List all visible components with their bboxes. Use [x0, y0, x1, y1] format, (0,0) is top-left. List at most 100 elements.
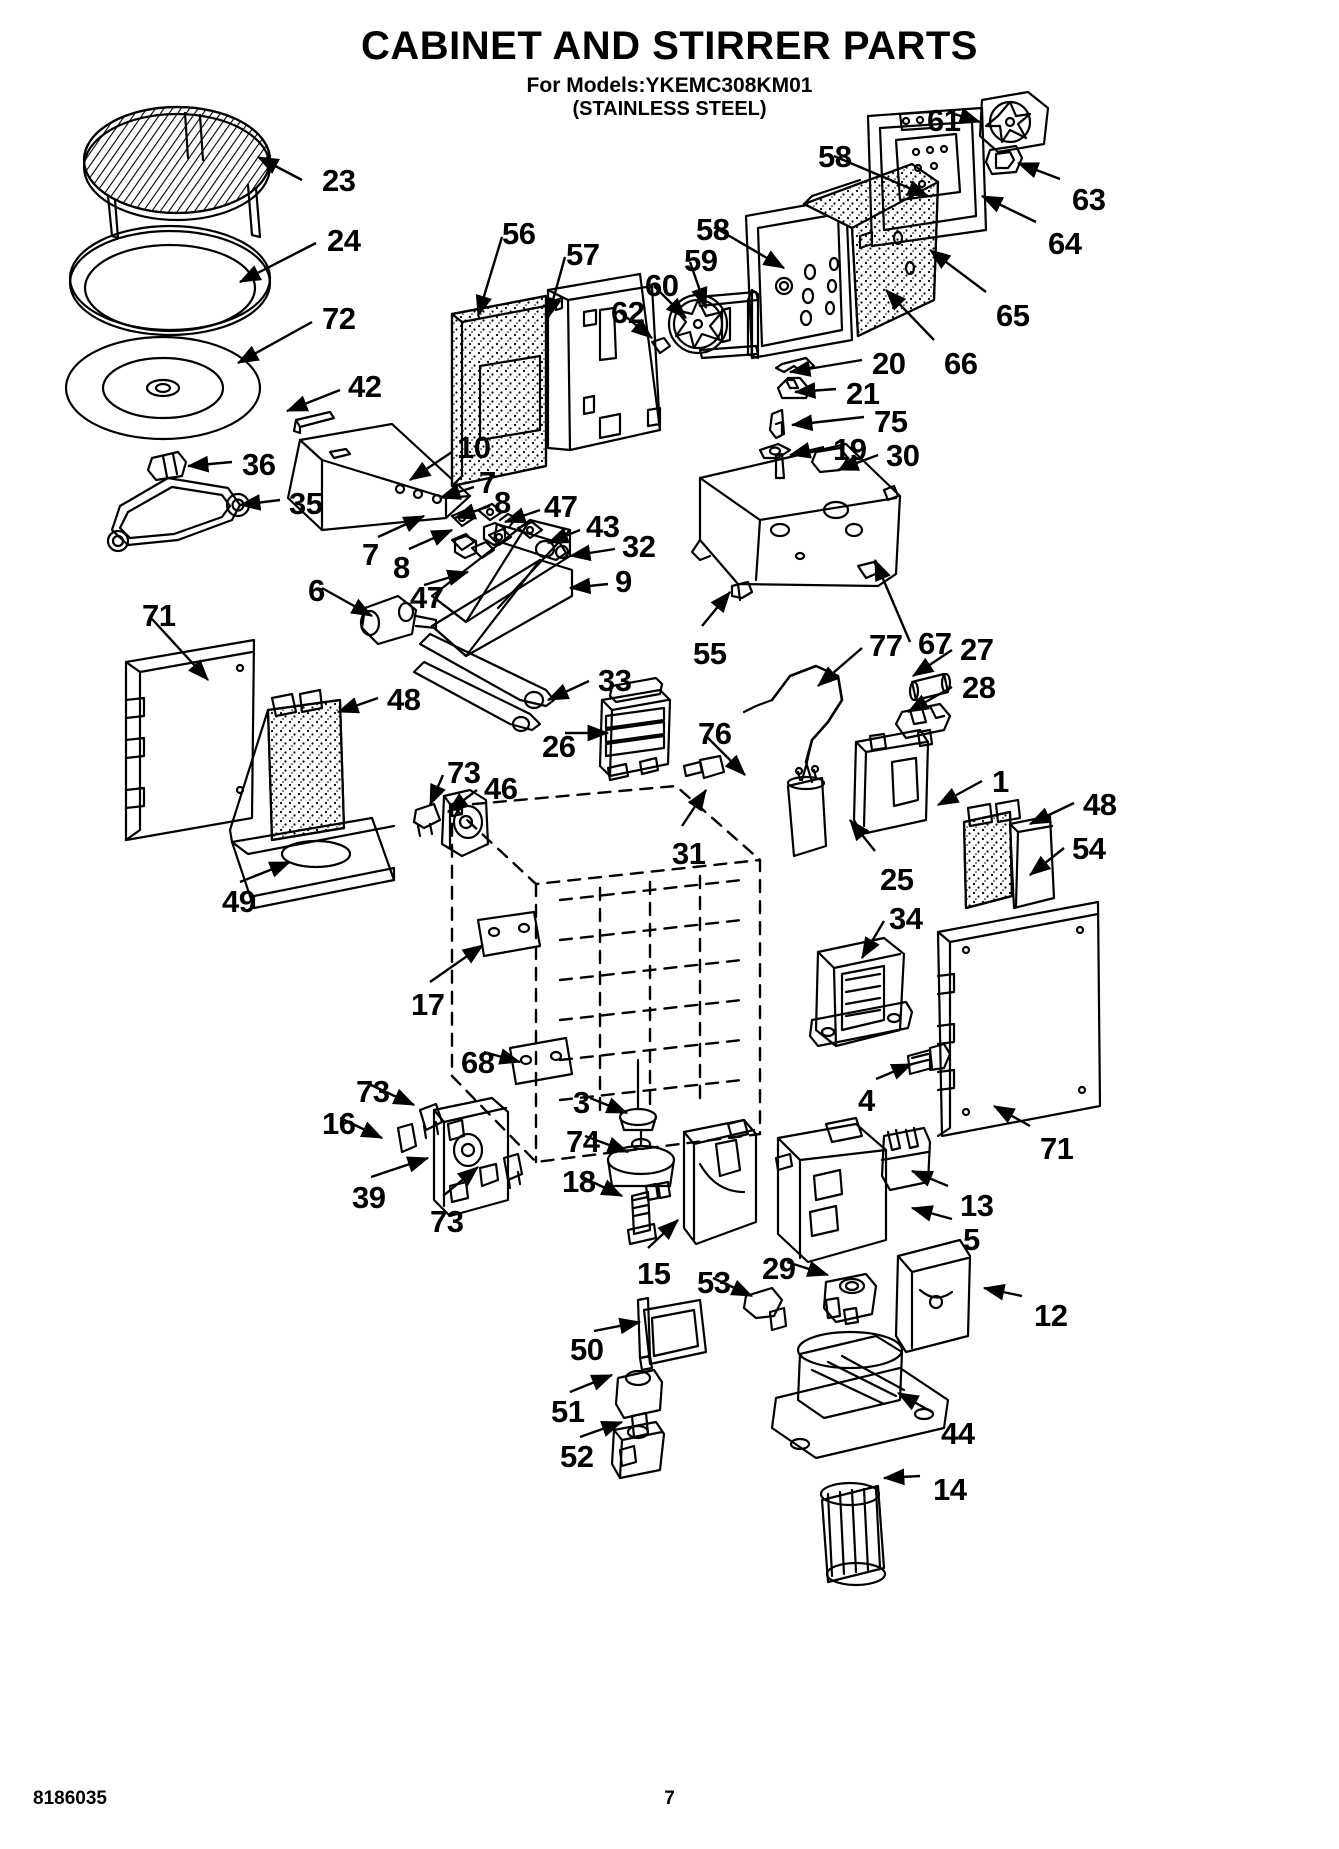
callout-number-6: 6: [308, 573, 325, 608]
leader-line-73: [370, 1083, 416, 1107]
part-16-switch: [396, 1122, 418, 1154]
leader-line-62: [619, 311, 653, 339]
leader-line-30: [836, 453, 879, 472]
part-21-cap: [776, 376, 812, 400]
callout-number-17: 17: [411, 987, 445, 1022]
callout-number-43: 43: [586, 509, 620, 544]
part-48-block-right: [962, 798, 1022, 910]
callout-number-77: 77: [869, 628, 903, 663]
leader-line-68: [483, 1048, 522, 1065]
part-3-coupler: [618, 1058, 658, 1132]
leader-line-28: [906, 685, 953, 714]
leader-line-57: [545, 256, 567, 320]
page-title: CABINET AND STIRRER PARTS: [361, 24, 978, 68]
leader-line-35: [238, 494, 281, 511]
callout-number-33: 33: [598, 663, 632, 698]
leader-line-24: [238, 241, 317, 284]
leader-line-73: [428, 774, 446, 807]
part-67-chassis: [690, 442, 902, 588]
callout-number-23: 23: [322, 163, 356, 198]
callout-number-9: 9: [615, 564, 632, 599]
part-28-fuse-holder: [894, 702, 952, 740]
callout-number-4: 4: [858, 1083, 875, 1118]
part-53-sensor: [742, 1286, 788, 1332]
part-13-terminal: [880, 1126, 932, 1192]
callout-number-73: 73: [430, 1204, 464, 1239]
leader-line-54: [1029, 847, 1065, 876]
leader-line-72: [236, 320, 313, 365]
leader-line-7: [377, 514, 426, 539]
callout-number-12: 12: [1034, 1298, 1068, 1333]
part-17-cavity: [450, 784, 762, 1164]
callout-number-48: 48: [1083, 787, 1117, 822]
document-code: 8186035: [33, 1788, 107, 1809]
part-6-coupling: [359, 594, 438, 646]
part-17-plate: [476, 910, 542, 958]
leader-line-71: [151, 618, 209, 681]
leader-line-9: [568, 577, 609, 595]
callout-number-54: 54: [1072, 831, 1106, 866]
callout-number-62: 62: [611, 295, 645, 330]
leader-line-5: [910, 1205, 953, 1222]
callout-number-21: 21: [846, 376, 880, 411]
part-1-relay-bracket: [852, 728, 934, 836]
callout-number-28: 28: [962, 670, 996, 705]
part-52-lamp-socket: [610, 1420, 666, 1480]
leader-line-7: [438, 483, 475, 500]
leader-line-6: [321, 586, 374, 618]
leader-line-12: [982, 1283, 1023, 1301]
leader-line-17: [429, 944, 484, 983]
callout-number-65: 65: [996, 298, 1030, 333]
callout-number-10: 10: [457, 430, 491, 465]
callout-number-75: 75: [874, 404, 908, 439]
part-36-coupler: [146, 450, 188, 482]
leader-line-53: [712, 1276, 754, 1298]
part-31-screw: [682, 754, 726, 780]
callout-number-71: 71: [1040, 1131, 1074, 1166]
leader-line-29: [786, 1260, 830, 1277]
leader-line-63: [1016, 161, 1061, 181]
callout-number-26: 26: [542, 729, 576, 764]
leader-line-75: [790, 414, 865, 432]
leader-line-14: [882, 1468, 921, 1486]
leader-line-13: [910, 1169, 949, 1188]
callout-number-15: 15: [637, 1256, 671, 1291]
leader-line-3: [589, 1096, 629, 1115]
callout-number-76: 76: [698, 716, 732, 751]
callout-number-48: 48: [387, 682, 421, 717]
part-34-transformer: [808, 936, 914, 1048]
leader-line-21: [793, 382, 837, 399]
leader-line-43: [546, 527, 581, 545]
callout-number-55: 55: [693, 636, 727, 671]
part-24-ring: [68, 224, 272, 337]
part-29-connector: [822, 1272, 878, 1326]
leader-line-51: [569, 1373, 614, 1394]
part-49-base: [228, 708, 396, 910]
callout-number-73: 73: [356, 1074, 390, 1109]
part-14-fan-blade: [819, 1481, 887, 1587]
callout-number-5: 5: [963, 1222, 980, 1257]
callout-number-71: 71: [142, 598, 176, 633]
callout-number-30: 30: [886, 438, 920, 473]
callout-number-1: 1: [992, 764, 1009, 799]
part-74-motor: [606, 1128, 676, 1202]
leader-line-31: [681, 789, 707, 827]
leader-line-46: [447, 789, 478, 813]
leader-line-47: [503, 507, 541, 524]
leader-line-58: [833, 154, 930, 198]
leader-line-44: [896, 1391, 933, 1414]
part-64-outer-frame: [866, 106, 988, 248]
part-73-latch-lower: [502, 1152, 524, 1190]
callout-number-3: 3: [573, 1085, 590, 1120]
part-33-rod: [412, 632, 556, 733]
part-27-fuse: [908, 672, 952, 702]
callout-number-58: 58: [696, 212, 730, 247]
part-18-screw: [626, 1190, 658, 1246]
part-73-latch-upper: [418, 1102, 444, 1140]
callout-number-14: 14: [933, 1472, 967, 1507]
callout-number-19: 19: [833, 432, 867, 467]
callout-number-39: 39: [352, 1180, 386, 1215]
